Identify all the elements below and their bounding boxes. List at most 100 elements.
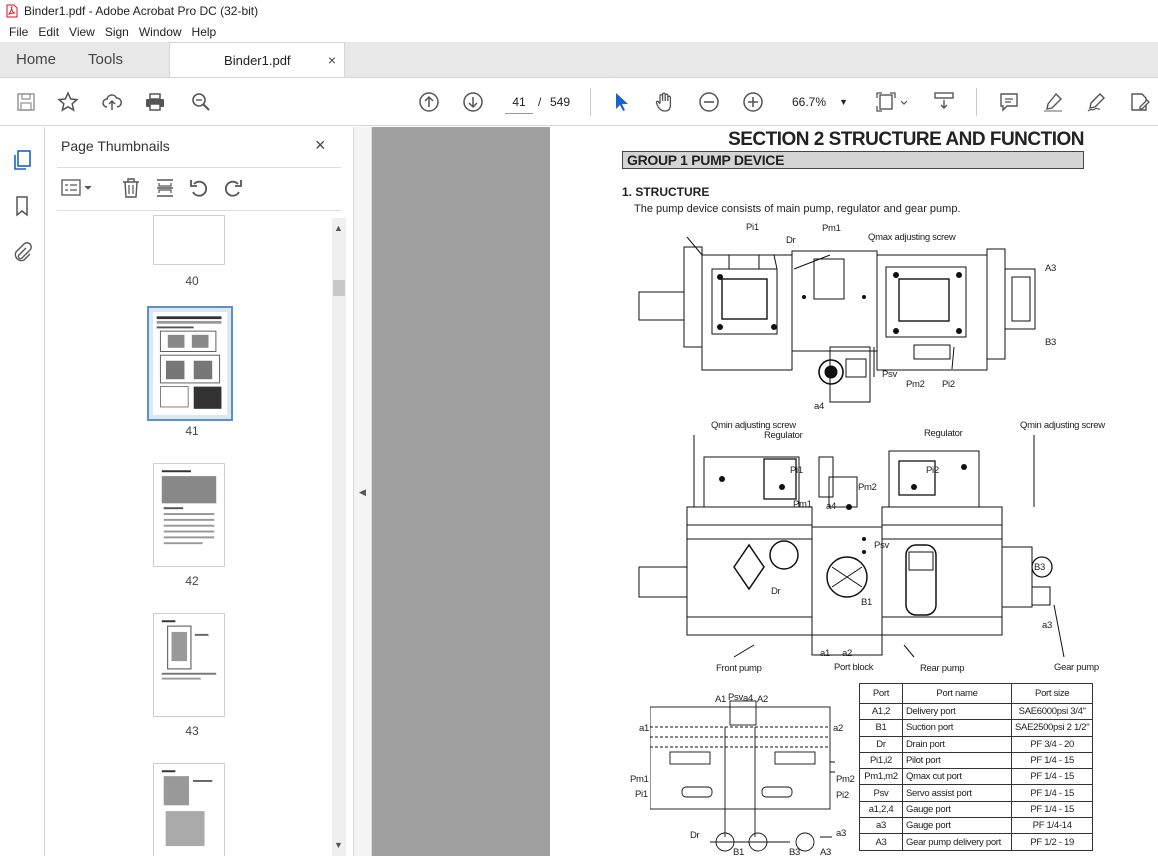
zoom-in-icon[interactable] [741,90,765,114]
table-cell: PF 3/4 - 20 [1010,735,1094,753]
table-cell: SAE2500psi 2 1/2" [1010,719,1094,737]
attachment-icon[interactable] [11,241,33,263]
pump-top-view-drawing [638,236,1036,403]
label: Dr [771,586,781,597]
table-cell: Dr [859,735,903,753]
scroll-mode-icon[interactable] [932,90,956,114]
hand-tool-icon[interactable] [653,90,677,114]
label: Gear pump [1054,662,1099,673]
structure-heading: 1. STRUCTURE [622,185,710,199]
thumbnail-preview [161,770,213,847]
bookmark-icon[interactable] [11,195,33,217]
menu-edit[interactable]: Edit [38,25,60,39]
table-cell: Pilot port [902,751,1012,770]
label: B1 [733,847,745,856]
label: Qmax adjusting screw [868,232,956,243]
table-cell: Delivery port [902,702,1012,721]
label: a1 [820,648,830,659]
table-cell: Psv [859,784,903,802]
label: Port block [834,662,874,673]
scroll-down-icon[interactable]: ▼ [334,840,343,850]
page-number-input[interactable]: 41 [505,90,533,114]
chevron-down-icon: ▼ [839,97,848,107]
label: Pm2 [836,774,855,785]
label: a1 [639,723,649,734]
page-thumbnails-icon[interactable] [11,149,33,171]
tab-home[interactable]: Home [16,51,57,68]
close-icon[interactable]: × [315,135,326,155]
label: Psv [882,369,897,380]
scrollbar-thumb[interactable] [333,280,345,296]
menu-sign[interactable]: Sign [104,25,129,39]
label: Regulator [924,428,963,439]
highlight-pen-icon[interactable] [1041,90,1065,114]
label: Qmin adjusting screw [711,420,796,431]
menu-file[interactable]: File [9,25,29,39]
upload-cloud-icon[interactable] [100,90,124,114]
zoom-search-icon[interactable] [189,90,213,114]
label: Psv [728,692,743,703]
collapse-panel-icon[interactable]: ◀ [359,487,366,497]
document-viewer[interactable]: SECTION 2 STRUCTURE AND FUNCTION GROUP 1… [372,127,1158,856]
zoom-level-dropdown[interactable]: 66.7% ▼ [788,90,854,114]
acrobat-icon [6,4,18,18]
table-cell: Servo assist port [902,784,1012,802]
menu-help[interactable]: Help [191,25,217,39]
window-title: Binder1.pdf - Adobe Acrobat Pro DC (32-b… [24,4,259,18]
table-cell: Qmax cut port [902,768,1012,786]
thumbnail-page-43[interactable] [153,613,225,717]
print-icon[interactable] [143,90,167,114]
menu-window[interactable]: Window [138,25,182,39]
tab-tools[interactable]: Tools [88,51,124,68]
extract-pages-icon[interactable] [154,177,176,199]
page-separator: / [538,95,542,109]
select-cursor-icon[interactable] [609,90,633,114]
panel-splitter[interactable]: ◀ [353,127,372,856]
trash-icon[interactable] [120,177,142,199]
table-header: Port [859,683,903,704]
thumbnail-page-44[interactable] [153,763,225,856]
star-icon[interactable] [56,90,80,114]
thumbnail-options-icon[interactable] [61,177,95,199]
fill-sign-icon[interactable] [1127,90,1151,114]
menu-view[interactable]: View [69,25,95,39]
table-cell: Suction port [902,719,1012,737]
label: a4 [814,401,824,412]
total-pages: 549 [550,95,571,109]
zoom-out-icon[interactable] [697,90,721,114]
rotate-left-icon[interactable] [188,177,210,199]
comment-icon[interactable] [997,90,1021,114]
toolbar-divider [590,88,591,116]
group-title: GROUP 1 PUMP DEVICE [622,151,1084,169]
sign-icon[interactable] [1084,90,1108,114]
label: Pi1 [746,222,759,233]
thumbnail-page-41-selected[interactable] [147,306,233,421]
table-cell: PF 1/4 - 15 [1010,784,1094,802]
label: Regulator [764,430,803,441]
close-icon[interactable]: × [327,52,337,68]
thumbnail-preview [153,312,227,415]
label: Pi2 [942,379,955,390]
thumbnail-label: 40 [185,274,199,288]
thumbnail-page-40[interactable] [153,215,225,265]
page-fit-icon[interactable] [876,90,910,114]
next-page-icon[interactable] [461,90,485,114]
previous-page-icon[interactable] [417,90,441,114]
rotate-right-icon[interactable] [222,177,244,199]
table-cell: A3 [859,833,903,851]
scroll-up-icon[interactable]: ▲ [334,223,343,233]
toolbar: 41 / 549 66.7% ▼ [0,78,1158,126]
label: Pi2 [836,790,849,801]
label: A1 [715,694,727,705]
thumbnail-scrollbar[interactable]: ▲ ▼ [332,218,346,856]
pdf-page: SECTION 2 STRUCTURE AND FUNCTION GROUP 1… [550,127,1158,856]
section-title: SECTION 2 STRUCTURE AND FUNCTION [728,129,1084,150]
save-icon[interactable] [14,90,38,114]
label: B3 [789,847,801,856]
label: Pm1 [630,774,649,785]
thumbnail-page-42[interactable] [153,463,225,567]
tab-document[interactable]: Binder1.pdf × [169,42,346,77]
table-cell: Pi1,i2 [859,751,903,770]
label: Qmin adjusting screw [1020,420,1105,431]
